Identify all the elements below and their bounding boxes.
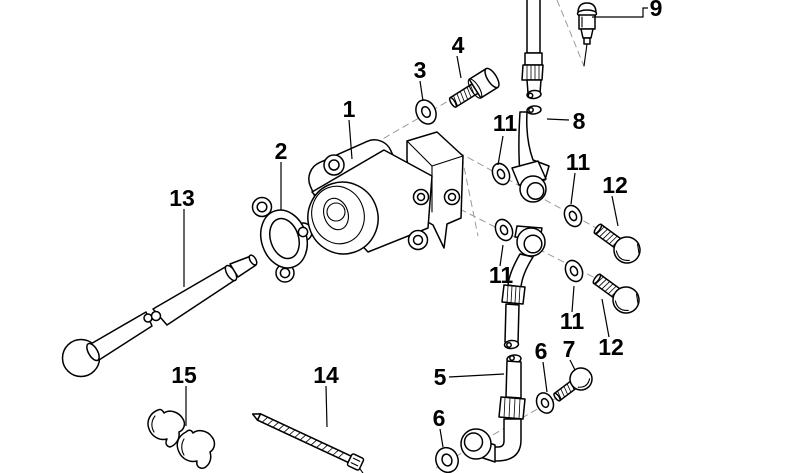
push-rod-drawing [61, 254, 258, 378]
callout-1: 1 [343, 96, 356, 122]
washer-11-drawing [491, 162, 511, 186]
leader-lines [183, 7, 648, 448]
banjo-bolt-7-drawing [553, 367, 593, 402]
callout-numbers: 1 2 3 4 5 6 6 7 8 9 11 11 11 11 12 12 13… [169, 0, 662, 431]
callout-13: 13 [169, 185, 195, 211]
callout-15: 15 [171, 362, 197, 388]
upper-hose-drawing [511, 0, 550, 203]
washer-11-drawing [563, 204, 583, 228]
callout-12a: 12 [602, 172, 628, 198]
callout-3: 3 [414, 57, 427, 83]
washer-3-drawing [415, 99, 437, 125]
callout-12b: 12 [598, 334, 624, 360]
callout-6a: 6 [535, 338, 548, 364]
socket-screw-drawing [448, 67, 500, 108]
callout-9: 9 [650, 0, 663, 21]
spring-clips-drawing [147, 408, 216, 469]
vent-valve-drawing [576, 2, 598, 67]
callout-11b: 11 [566, 149, 591, 175]
callout-14: 14 [313, 362, 339, 388]
banjo-bolt-12-drawing [593, 223, 641, 264]
callout-7: 7 [563, 336, 576, 362]
cable-strap-drawing [251, 413, 365, 473]
callout-11a: 11 [493, 110, 518, 136]
callout-11c: 11 [489, 262, 514, 288]
hose-clamp-ribs [506, 285, 521, 305]
washer-11-drawing [494, 218, 514, 242]
hose-clamp-ribs [526, 65, 540, 80]
gasket-drawing [251, 196, 313, 283]
washer-6-drawing [535, 392, 555, 414]
banjo-bolt-12-drawing [592, 273, 640, 314]
washer-11-drawing [564, 259, 584, 283]
lower-hose-drawing [460, 225, 546, 463]
callout-5: 5 [434, 364, 447, 390]
valve-body-drawing [307, 131, 464, 255]
callout-8: 8 [573, 108, 586, 134]
callout-11d: 11 [560, 308, 585, 334]
hose-clamp-ribs [503, 397, 521, 420]
callout-2: 2 [275, 138, 288, 164]
callout-6b: 6 [433, 405, 446, 431]
callout-4: 4 [452, 32, 465, 58]
washer-6-drawing [435, 446, 459, 473]
